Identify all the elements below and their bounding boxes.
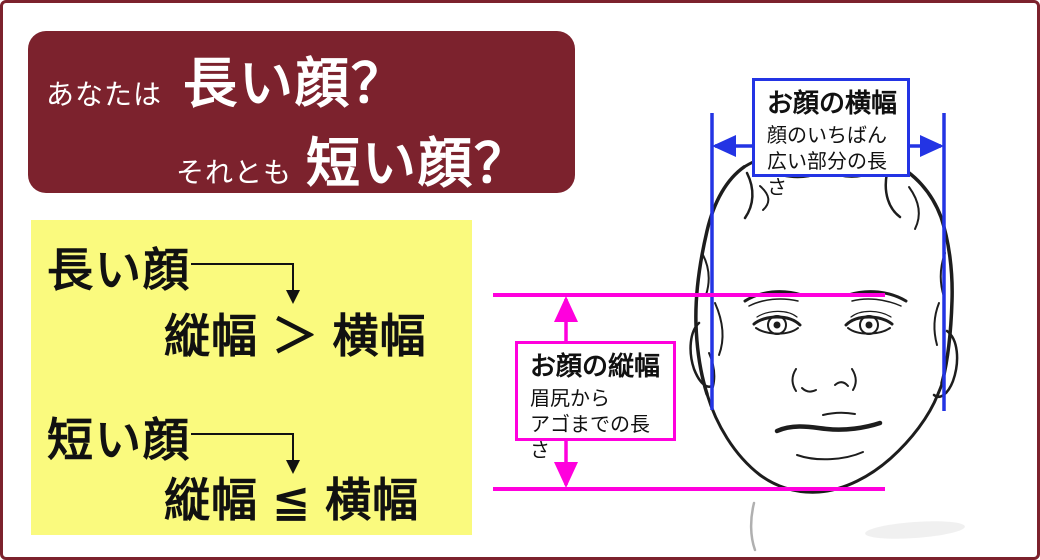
height-callout-box: お顔の縦幅 眉尻から アゴまでの長さ — [515, 341, 676, 462]
height-arrowhead-up — [554, 296, 578, 322]
title-card: あなたは 長い顔？ それとも 短い顔？ — [28, 31, 575, 194]
height-measure-guides — [493, 293, 885, 491]
title-long-face: 長い顔？ — [183, 54, 407, 114]
width-callout-title: お顔の横幅 — [767, 88, 898, 118]
width-arrowhead-left — [712, 135, 736, 157]
width-callout-box: お顔の横幅 顔のいちばん 広い部分の長さ — [752, 78, 910, 199]
width-arrowhead-right — [920, 135, 944, 157]
shadow-smudge — [865, 521, 965, 539]
width-callout-desc: 顔のいちばん 広い部分の長さ — [767, 124, 887, 199]
title-or: それとも — [176, 157, 293, 188]
bent-arrow-icon — [191, 433, 300, 474]
bent-arrow-icon — [191, 263, 300, 304]
rule-long-label: 長い顔 — [47, 244, 191, 296]
rules-card: 長い顔 縦幅 ＞ 横幅 短い顔 縦幅 ≦ 横幅 — [31, 220, 472, 535]
rule-long-formula: 縦幅 ＞ 横幅 — [164, 310, 427, 362]
rule-short-label: 短い顔 — [47, 414, 191, 466]
neck-line — [749, 501, 757, 552]
height-callout-desc: 眉尻から アゴまでの長さ — [530, 387, 650, 462]
height-arrowhead-down — [554, 462, 578, 488]
title-short-face: 短い顔？ — [306, 134, 530, 194]
rule-short-formula: 縦幅 ≦ 横幅 — [164, 474, 420, 526]
title-prefix: あなたは — [46, 79, 163, 110]
height-callout-title: お顔の縦幅 — [530, 351, 661, 381]
